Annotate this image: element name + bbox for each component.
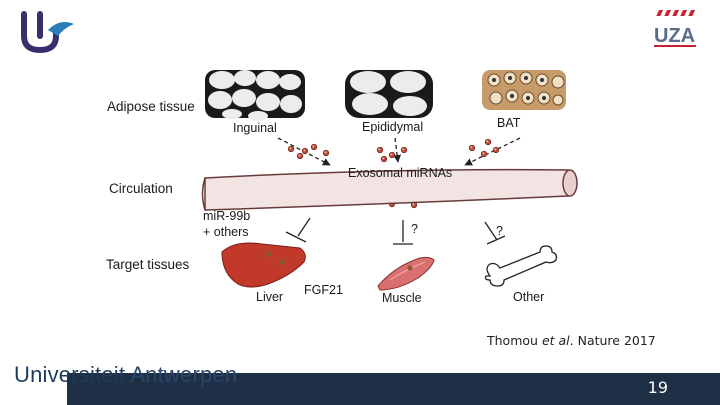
label-mir99b: miR-99b + others — [203, 208, 250, 240]
row-label-target: Target tissues — [106, 257, 190, 272]
mir99b-line2: + others — [203, 225, 249, 239]
label-inguinal: Inguinal — [233, 121, 277, 135]
footer-bar — [67, 373, 720, 405]
muscle-illustration — [377, 256, 435, 291]
university-name: Universiteit Antwerpen — [14, 362, 237, 388]
label-other: Other — [513, 290, 545, 304]
liver-illustration — [221, 242, 306, 288]
row-label-circulation: Circulation — [109, 181, 173, 196]
label-epididymal: Epididymal — [362, 120, 424, 134]
label-muscle: Muscle — [382, 291, 422, 305]
question-mark-other: ? — [496, 224, 503, 238]
row-label-adipose: Adipose tissue — [107, 99, 195, 114]
citation-journal: . Nature 2017 — [569, 333, 656, 348]
uza-logo: UZA — [650, 8, 700, 50]
mir99b-line1: miR-99b — [203, 209, 251, 223]
label-exosomal-mirnas: Exosomal miRNAs — [348, 166, 453, 180]
question-mark-muscle: ? — [411, 222, 418, 236]
uza-logo-text: UZA — [654, 25, 695, 47]
blood-vessel — [201, 168, 578, 211]
university-name-part1: Universiteit — [14, 362, 131, 387]
citation: Thomou et al. Nature 2017 — [487, 333, 656, 348]
bat-illustration — [482, 70, 566, 110]
epididymal-fat-illustration — [345, 70, 433, 118]
label-fgf21: FGF21 — [304, 283, 343, 297]
uantwerpen-logo — [21, 11, 74, 54]
citation-etal: et al — [541, 333, 570, 348]
university-name-part2: Antwerpen — [130, 362, 238, 387]
label-liver: Liver — [256, 290, 284, 304]
bone-illustration — [484, 245, 558, 287]
inhibition-lines — [285, 217, 506, 245]
label-bat: BAT — [497, 116, 521, 130]
citation-author: Thomou — [487, 333, 542, 348]
inguinal-fat-illustration — [205, 70, 305, 121]
page-number: 19 — [647, 378, 668, 397]
